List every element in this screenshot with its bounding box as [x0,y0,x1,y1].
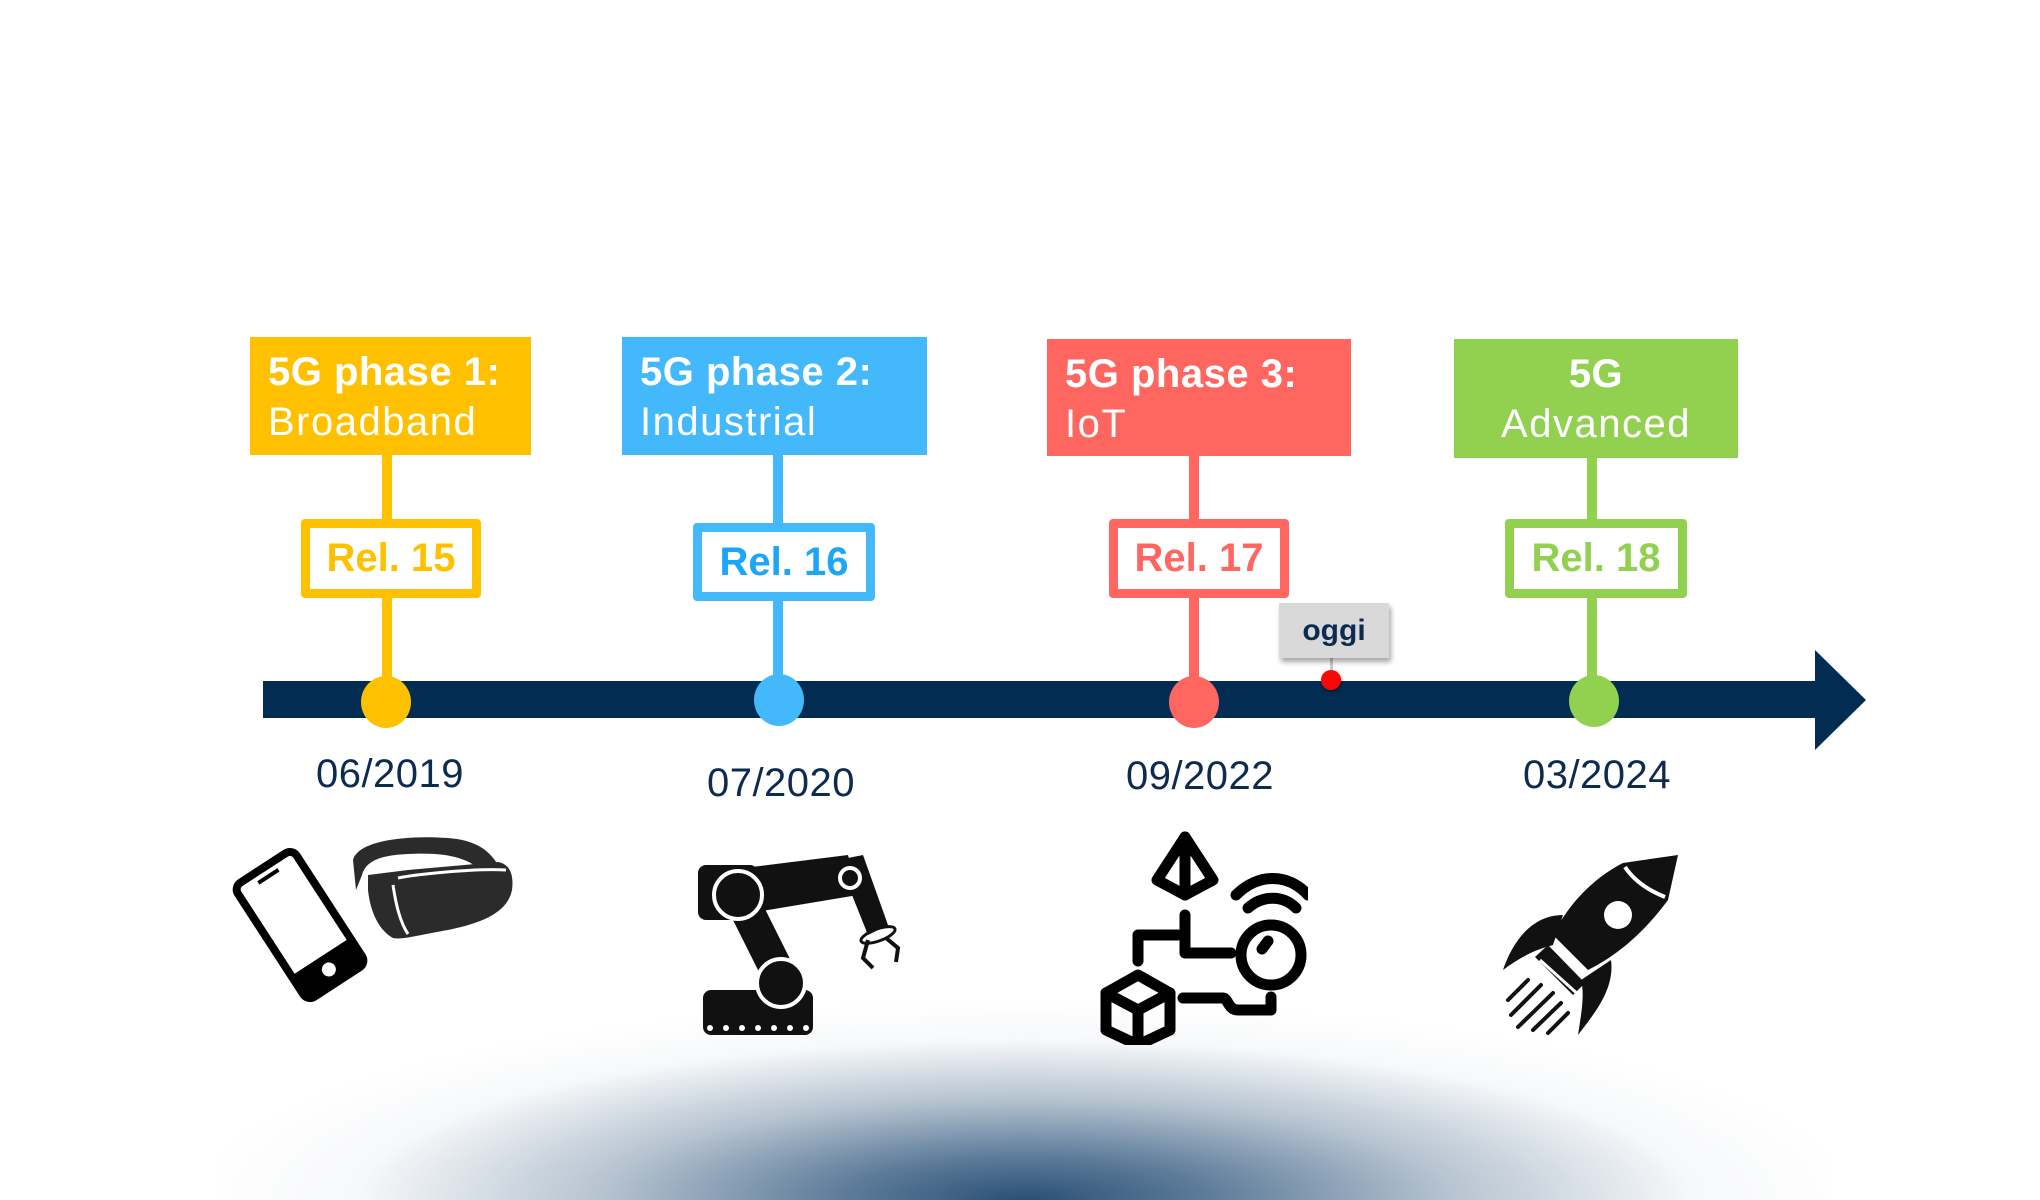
milestone-dot-2019 [361,676,411,728]
today-dot [1321,670,1341,690]
timeline-arrowhead-icon [1815,650,1866,750]
release-15-label: Rel. 15 [326,536,456,580]
release-16-box: Rel. 16 [693,523,875,601]
today-label-text: oggi [1302,613,1366,647]
date-label-4: 03/2024 [1522,753,1672,797]
phase-2-subtitle: Industrial [640,400,818,444]
phase-1-box: 5G phase 1: Broadband [250,337,531,455]
phase-2-title: 5G phase 2: [640,350,873,394]
release-18-label: Rel. 18 [1531,536,1661,580]
robot-arm-icon [698,855,901,1035]
milestone-dot-2022 [1169,676,1219,728]
release-17-box: Rel. 17 [1109,519,1289,598]
date-label-3: 09/2022 [1125,754,1275,798]
date-label-1: 06/2019 [315,752,465,796]
milestone-dot-2024 [1569,675,1619,727]
release-17-label: Rel. 17 [1134,536,1264,580]
phase-3-box: 5G phase 3: IoT [1047,339,1351,456]
timeline-bar [263,681,1819,718]
phase-4-subtitle: Advanced [1501,402,1691,446]
vr-headset-icon [353,837,513,939]
iot-network-icon [1100,831,1308,1045]
today-marker-label: oggi [1279,603,1389,658]
today-marker-stem [1330,658,1333,674]
release-15-box: Rel. 15 [301,519,481,598]
phase-3-subtitle: IoT [1065,402,1128,446]
milestone-dot-2020 [754,674,804,726]
rocket-icon [1503,855,1678,1035]
date-label-2: 07/2020 [706,761,856,805]
bottom-glow-decoration [220,1000,1830,1200]
phase-4-box: 5G Advanced [1454,339,1738,458]
phase-1-title: 5G phase 1: [268,350,501,394]
release-18-box: Rel. 18 [1505,519,1687,598]
release-16-label: Rel. 16 [719,539,849,584]
phase-2-box: 5G phase 2: Industrial [622,337,927,455]
phase-1-subtitle: Broadband [268,400,478,444]
phase-3-title: 5G phase 3: [1065,352,1298,396]
smartphone-icon [232,847,368,1003]
phase-4-title: 5G [1568,352,1624,396]
